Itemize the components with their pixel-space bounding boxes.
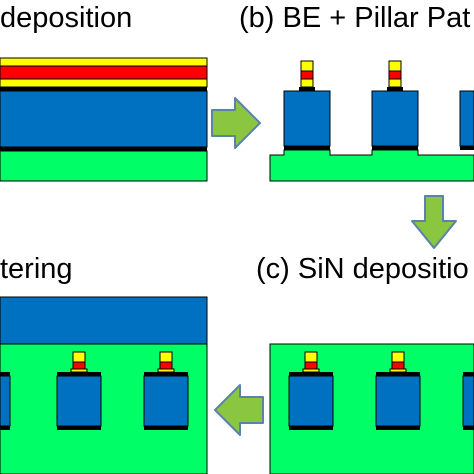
panel-c-pillar-2-bottom-electrode [376,426,420,430]
panel-b-pillar-1-electrode [300,70,314,80]
panel-c-pillar-1-electrode [304,361,318,370]
panel-c-pillar-1-thin-layer [289,372,333,376]
panel-c-pillar-1-top-layer [304,351,318,363]
panel-d-pillar-3-dielectric [143,375,189,427]
panel-b-pillar-2-dielectric [371,90,419,147]
left-arrow-icon [214,384,264,436]
panel-c: (c) SiN depositio [256,253,474,474]
panel-c-caption: (c) SiN depositio [256,253,469,285]
panel-d-top-dielectric [0,296,208,345]
panel-b-pillar-1-top-layer [300,60,314,72]
panel-b-pillar-3-bottom-electrode [460,146,474,150]
panel-a-top-layer [0,57,208,67]
panel-b-pillar-1-dielectric [283,90,331,147]
panel-c-pillar-3-bottom-electrode [463,426,474,430]
panel-c-pillar-2-dielectric [375,375,421,427]
panel-d-pillar-3-top-layer [159,351,173,363]
panel-d-pillar-3-lower-layer [157,368,175,373]
panel-b-pillar-1-lower-layer [300,78,314,88]
panel-b-pillar-2-bottom-electrode [372,146,418,150]
panel-d-pillar-3-bottom-electrode [144,426,188,430]
down-arrow-icon [411,195,457,249]
panel-b-pillar-2-thin-layer [387,87,403,91]
panel-c-pillar-2-lower-layer [389,368,407,373]
panel-d: tering [0,253,208,474]
panel-c-pillar-3-thin-layer [463,372,474,376]
panel-d-pillar-2-bottom-electrode [57,426,101,430]
panel-c-pillar-1-dielectric [288,375,334,427]
panel-d-pillar-2-electrode [72,361,86,370]
panel-d-pillar-1-bottom-electrode [0,426,10,430]
panel-a: deposition [0,2,208,182]
panel-d-pillar-2-lower-layer [70,368,88,373]
panel-b-substrate [269,149,474,182]
panel-b: (b) BE + Pillar Pat [239,2,474,182]
panel-c-pillar-2-thin-layer [376,372,420,376]
panel-d-pillar-2-dielectric [56,375,102,427]
panel-a-lower-layer [0,78,208,88]
panel-c-pillar-3-dielectric [462,375,474,427]
panel-d-pillar-2-top-layer [72,351,86,363]
panel-c-pillar-1-lower-layer [302,368,320,373]
panel-d-pillar-1-thin-layer [0,372,10,376]
panel-d-pillar-3-thin-layer [144,372,188,376]
panel-d-caption: tering [0,253,73,285]
panel-c-pillar-2-electrode [391,361,405,370]
panel-a-dielectric [0,90,208,148]
panel-d-pillar-3-electrode [159,361,173,370]
panel-b-caption: (b) BE + Pillar Pat [239,2,470,34]
panel-a-bottom-electrode [0,147,207,151]
panel-b-pillar-2-electrode [388,70,402,80]
panel-d-pillar-2-thin-layer [57,372,101,376]
panel-a-electrode-layer [0,65,208,80]
panel-a-substrate [0,150,208,182]
panel-c-pillar-1-bottom-electrode [289,426,333,430]
right-arrow-icon [211,97,261,149]
panel-b-pillar-3-dielectric [459,90,474,147]
panel-b-pillar-2-top-layer [388,60,402,72]
panel-a-thin-layer [0,87,207,91]
panel-d-pillar-1-dielectric [0,375,11,427]
panel-b-pillar-1-thin-layer [299,87,315,91]
panel-b-pillar-2-lower-layer [388,78,402,88]
panel-a-caption: deposition [0,2,132,34]
panel-b-pillar-1-bottom-electrode [284,146,330,150]
panel-c-pillar-2-top-layer [391,351,405,363]
